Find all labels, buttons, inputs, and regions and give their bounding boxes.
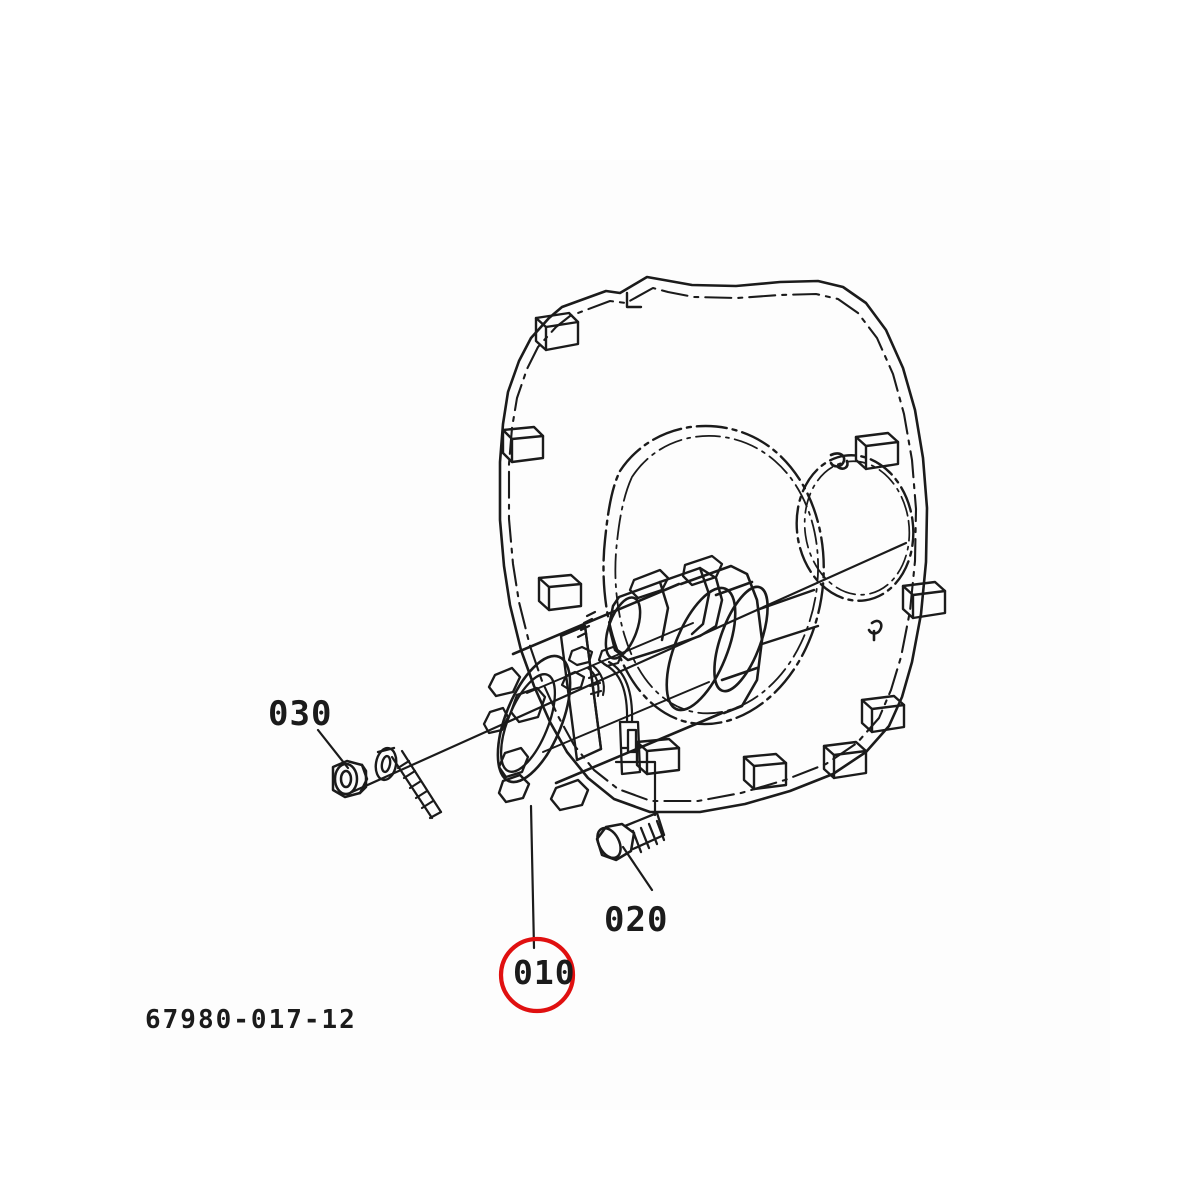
hex-bolt-shank <box>623 811 666 854</box>
housing-boss-left-lower <box>537 573 583 612</box>
commutator-end-cap <box>482 673 557 779</box>
part-020-hex-bolt <box>595 811 666 862</box>
bell-housing-outer-edge <box>498 275 929 814</box>
housing-boss-left-upper <box>501 425 545 464</box>
housing-flywheel-bore-outer <box>602 424 825 726</box>
solenoid-strap <box>628 554 724 600</box>
starter-body-seams <box>526 622 710 753</box>
hex-bolt-head <box>595 822 636 862</box>
hex-nut <box>331 759 369 799</box>
starter-motor-assembly <box>482 554 820 812</box>
leader-line-030 <box>316 728 350 770</box>
bell-housing <box>498 275 947 814</box>
spring-washer <box>374 746 398 782</box>
drawing-number-label: 67980-017-12 <box>145 1005 357 1035</box>
assembly-axis-line <box>350 541 908 794</box>
field-coil-strap <box>586 664 605 698</box>
leader-line-010 <box>529 804 536 950</box>
housing-boss-bottom-left <box>635 737 681 776</box>
housing-boss-bottom-right <box>822 740 868 780</box>
solenoid-terminal-studs <box>560 610 624 692</box>
bell-housing-inner-edge <box>507 286 918 803</box>
housing-flywheel-bore-inner <box>614 435 819 715</box>
starter-nose-cone <box>679 564 769 715</box>
wire-connector <box>618 720 642 776</box>
leader-line-020 <box>621 845 654 892</box>
housing-boss-right-mid <box>901 580 947 620</box>
part-030-hardware <box>331 746 443 820</box>
housing-boss-bottom-center <box>742 752 788 791</box>
housing-dowel-pin-mark <box>867 619 883 642</box>
starter-pinion-shaft <box>755 588 820 646</box>
callout-label-010[interactable]: 010 <box>513 953 576 992</box>
callout-label-030[interactable]: 030 <box>268 694 333 734</box>
callout-label-020[interactable]: 020 <box>604 900 669 940</box>
bell-housing-top-notch <box>625 291 643 309</box>
leader-lines <box>316 728 657 950</box>
leader-line-bolt-to-housing <box>614 760 657 817</box>
housing-cast-marking <box>829 452 849 470</box>
starter-through-bolt-lugs <box>487 666 590 812</box>
highlight-circle-010 <box>498 936 576 1014</box>
housing-boss-top-left <box>534 311 580 352</box>
threaded-stud <box>390 749 443 820</box>
housing-boss-right-lower <box>860 694 906 734</box>
housing-right-bore-outer <box>795 454 915 602</box>
